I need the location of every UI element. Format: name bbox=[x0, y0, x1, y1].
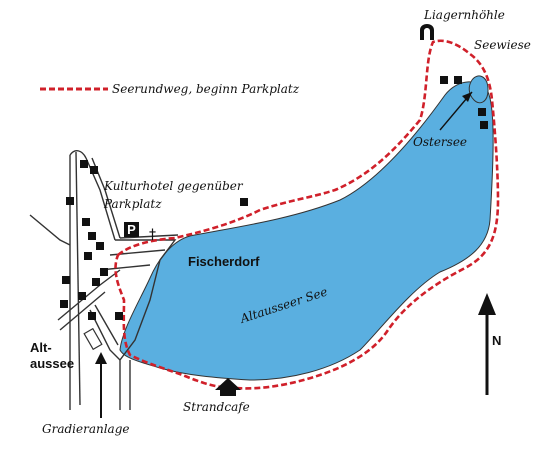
label-gradieranlage: Gradieranlage bbox=[42, 422, 130, 436]
label-altaussee-1: Alt- bbox=[30, 340, 52, 355]
church-icon: † bbox=[149, 227, 156, 243]
cave-icon bbox=[420, 24, 434, 40]
lake-shape bbox=[119, 81, 494, 381]
north-arrow-head bbox=[478, 293, 496, 315]
buildings bbox=[60, 76, 488, 320]
gradieranlage-pointer-head bbox=[95, 352, 107, 364]
parking-icon-letter: P bbox=[127, 222, 136, 237]
label-fischerdorf: Fischerdorf bbox=[188, 254, 260, 269]
ostersee-bay bbox=[468, 75, 489, 104]
seerundweg-route bbox=[114, 39, 500, 390]
label-altaussee-2: aussee bbox=[30, 356, 74, 371]
legend-label: Seerundweg, beginn Parkplatz bbox=[112, 82, 300, 96]
label-ostersee: Ostersee bbox=[413, 135, 467, 149]
ostersee-pointer-head bbox=[462, 92, 472, 102]
strandcafe-house-icon bbox=[215, 378, 241, 396]
label-liagernhoehle: Liagernhöhle bbox=[423, 8, 505, 22]
label-kulturhotel-1: Kulturhotel gegenüber bbox=[103, 179, 244, 193]
label-strandcafe: Strandcafe bbox=[183, 400, 250, 414]
gradieranlage-building bbox=[83, 327, 103, 351]
label-seewiese: Seewiese bbox=[474, 38, 531, 52]
road-network bbox=[29, 150, 179, 410]
label-kulturhotel-2: Parkplatz bbox=[103, 197, 162, 211]
parking-icon bbox=[124, 222, 139, 237]
north-label: N bbox=[492, 333, 501, 348]
